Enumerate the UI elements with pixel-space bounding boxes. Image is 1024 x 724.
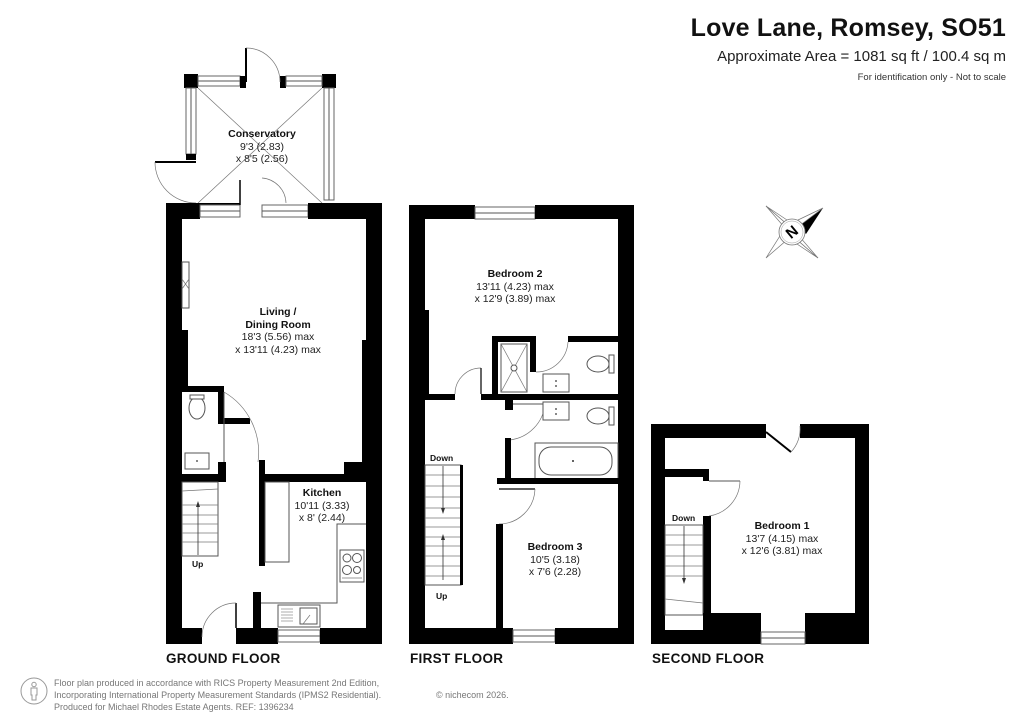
person-icon: [20, 677, 48, 705]
floor-label-ground: GROUND FLOOR: [166, 651, 281, 666]
room-label-kitchen: Kitchen 10'11 (3.33) x 8' (2.44): [294, 487, 350, 524]
room-label-bedroom-1: Bedroom 1 13'7 (4.15) max x 12'6 (3.81) …: [741, 520, 823, 557]
room-label-living-dining: Living / Dining Room 18'3 (5.56) max x 1…: [235, 306, 321, 356]
footer-line: Produced for Michael Rhodes Estate Agent…: [54, 702, 294, 712]
room-label-bedroom-2: Bedroom 2 13'11 (4.23) max x 12'9 (3.89)…: [474, 268, 556, 305]
ground-floor-plan: [154, 47, 382, 644]
conservatory: [154, 47, 336, 204]
floor-label-second: SECOND FLOOR: [652, 651, 765, 666]
copyright: © nichecom 2026.: [436, 690, 509, 700]
footer-line: Floor plan produced in accordance with R…: [54, 678, 380, 688]
first-floor-plan: [409, 205, 634, 644]
room-label-bedroom-3: Bedroom 3 10'5 (3.18) x 7'6 (2.28): [527, 541, 583, 578]
stair-label-up: Up: [436, 591, 448, 601]
footer-line: Incorporating International Property Mea…: [54, 690, 382, 700]
footer-notes: Floor plan produced in accordance with R…: [54, 677, 509, 713]
room-label-conservatory: Conservatory 9'3 (2.83) x 8'5 (2.56): [228, 128, 296, 165]
property-title: Love Lane, Romsey, SO51: [690, 14, 1006, 42]
scale-disclaimer: For identification only - Not to scale: [857, 72, 1006, 83]
stair-label-up: Up: [192, 559, 204, 569]
stair-label-down: Down: [672, 513, 696, 523]
floor-label-first: FIRST FLOOR: [410, 651, 504, 666]
second-floor-plan: [651, 424, 869, 645]
approximate-area: Approximate Area = 1081 sq ft / 100.4 sq…: [717, 48, 1006, 65]
north-compass-icon: N: [765, 205, 824, 259]
stair-label-down: Down: [430, 453, 454, 463]
